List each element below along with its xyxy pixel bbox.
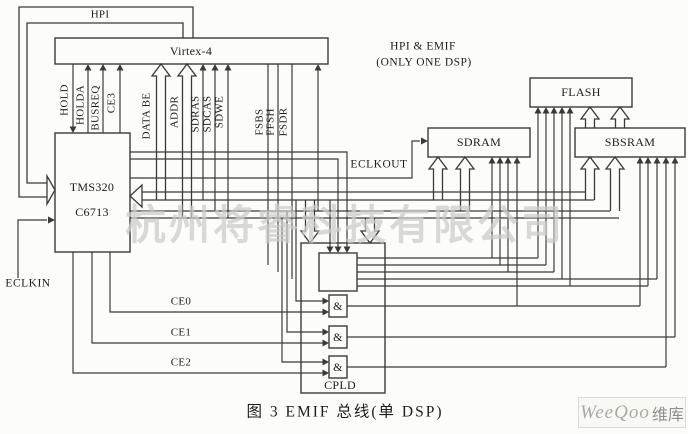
dsp-label-line1: TMS320 xyxy=(69,180,115,194)
cpld-logic-box xyxy=(318,252,358,292)
signal-label-sdwe: SDWE xyxy=(213,95,226,129)
dsp-box xyxy=(54,132,131,253)
signal-label-addr: ADDR xyxy=(168,95,181,129)
sbsram-label: SBSRAM xyxy=(604,135,656,149)
signal-label-sdras: SDRAS xyxy=(189,95,202,133)
corner-watermark-latin: WeeQoo xyxy=(580,401,650,423)
signal-label-fsdr: FSDR xyxy=(277,107,290,137)
flash-bus-arrow-1-icon xyxy=(579,105,601,128)
note-line1: HPI & EMIF xyxy=(390,40,456,53)
sbsram-box xyxy=(574,127,686,158)
virtex4-box xyxy=(54,37,329,65)
hollow-bus-arrows xyxy=(150,62,631,245)
sdram-bus-arrow-2-icon xyxy=(454,155,476,211)
addr-bus-arrow-icon xyxy=(176,62,198,218)
cpld-label: CPLD xyxy=(324,378,356,392)
ce2-label: CE2 xyxy=(170,356,192,369)
center-watermark: 杭州将睿科技有限公司 xyxy=(125,202,565,248)
cpld-bus-arrow-1-icon xyxy=(299,200,321,245)
figure-caption: 图 3 EMIF 总线(单 DSP) xyxy=(246,403,444,421)
note-line2: (ONLY ONE DSP) xyxy=(376,56,472,69)
sdram-label: SDRAM xyxy=(456,135,502,149)
databe-bus-arrow-icon xyxy=(150,62,172,200)
signal-label-databe: DATA BE xyxy=(140,92,153,140)
signal-label-hold: HOLD xyxy=(58,84,71,116)
hpi-label: HPI xyxy=(90,8,110,21)
signal-label-holda: HOLDA xyxy=(74,85,87,125)
and-gate-2-label: & xyxy=(333,330,343,344)
sbsram-bus-arrow-2-icon xyxy=(604,155,626,211)
eclkout-label: ECLKOUT xyxy=(350,158,408,171)
ce0-label: CE0 xyxy=(170,295,192,308)
signal-label-sdcas: SDCAS xyxy=(201,95,214,133)
hpi-loop-wires xyxy=(18,6,194,207)
corner-watermark-cjk: 维库 xyxy=(651,406,684,424)
and-gate-1-label: & xyxy=(333,299,343,313)
bus-arrow-into-dsp-icon xyxy=(129,183,143,209)
flash-bus-arrow-2-icon xyxy=(609,105,631,128)
cpld-bus-arrow-2-icon xyxy=(359,218,381,245)
sdram-box xyxy=(427,127,531,158)
signal-wires xyxy=(17,64,676,374)
signal-label-ce3: CE3 xyxy=(105,92,118,114)
flash-box xyxy=(529,77,633,108)
dsp-label-line2: C6713 xyxy=(75,205,109,219)
arrowheads xyxy=(48,64,679,377)
signal-label-busreq: BUSREQ xyxy=(89,85,102,131)
virtex4-label: Virtex-4 xyxy=(169,44,213,58)
eclkin-label: ECLKIN xyxy=(5,277,51,290)
signal-label-ffsh: FFSH xyxy=(264,108,277,136)
block-outlines xyxy=(54,37,686,394)
sbsram-bus-arrow-1-icon xyxy=(579,155,601,200)
sdram-bus-arrow-1-icon xyxy=(427,155,449,200)
ce1-label: CE1 xyxy=(170,326,192,339)
flash-label: FLASH xyxy=(561,85,601,99)
and-gate-3-label: & xyxy=(333,360,343,374)
hpi-bus-arrow-icon xyxy=(46,173,56,207)
